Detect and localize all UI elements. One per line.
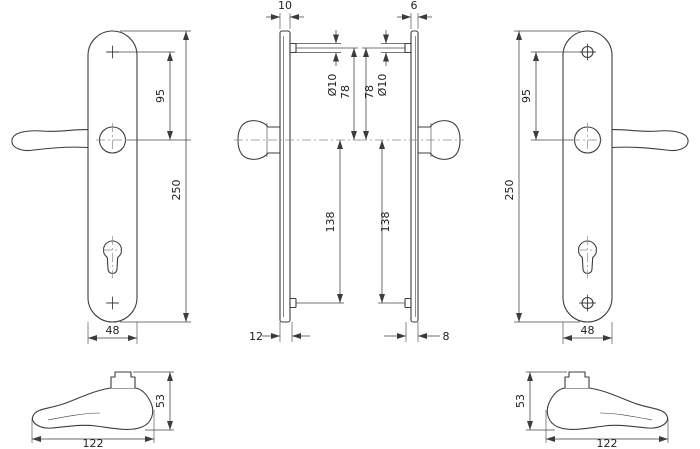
screw-cross-top [106, 45, 119, 59]
dim-label-handle-to-stud: 138 [379, 212, 392, 233]
dim-label-handle-length: 122 [83, 437, 104, 449]
extension-lines [87, 30, 191, 344]
extension-lines [526, 371, 669, 443]
handle-grip-top-view [546, 387, 669, 430]
dim-label-stud-diameter: Ø10 [376, 74, 389, 97]
lever-handle [11, 129, 105, 152]
plate-edge [410, 30, 419, 323]
dim-label-top-depth: 10 [278, 0, 292, 12]
stud-top [289, 42, 297, 54]
centerline-handle [96, 123, 129, 157]
plate-edge [279, 30, 291, 323]
centerline-keyhole [103, 236, 122, 278]
stud-bottom [404, 297, 412, 309]
dim-label-handle-to-stud: 138 [324, 212, 337, 233]
extension-lines [31, 371, 174, 443]
dim-label-bottom-depth: 12 [249, 330, 263, 343]
dim-label-handle-height: 53 [514, 394, 527, 408]
dim-label-handle-height: 53 [154, 394, 167, 408]
spindle-hub-top-view [564, 371, 590, 389]
dim-label-stud-diameter: Ø10 [326, 74, 339, 97]
dim-label-top-depth: 6 [411, 0, 418, 12]
backplate [87, 30, 138, 323]
centerline-keyhole [578, 236, 597, 278]
grip-accent-line [599, 412, 653, 421]
stud-bottom [289, 297, 297, 309]
dim-label-stud-to-handle: 78 [363, 85, 376, 99]
handle-grip-top-view [31, 387, 154, 430]
dim-label-plate-width: 48 [581, 324, 595, 337]
screw-cross-top [579, 43, 596, 61]
view-top-right: 53 122 [514, 371, 669, 449]
view-front-left: 95 250 48 [11, 30, 191, 344]
dim-label-height-to-handle: 95 [520, 89, 533, 103]
spindle-hub-top-view [110, 371, 136, 389]
view-side-left: 10 Ø10 78 138 12 [234, 0, 360, 343]
extension-lines [514, 30, 613, 344]
backplate [562, 30, 613, 323]
view-front-right: 250 95 48 [503, 30, 689, 344]
screw-cross-bottom [579, 294, 596, 312]
dim-label-plate-width: 48 [106, 324, 120, 337]
stud-top [404, 42, 412, 54]
grip-accent-line [47, 412, 101, 421]
screw-cross-bottom [106, 296, 119, 310]
dim-label-stud-to-handle: 78 [339, 85, 352, 99]
dim-label-plate-height: 250 [503, 180, 516, 201]
view-side-right: 6 Ø10 78 138 8 [358, 0, 464, 343]
dim-label-handle-length: 122 [597, 437, 618, 449]
extension-lines [362, 13, 419, 342]
extension-lines [279, 13, 358, 342]
dim-label-plate-height: 250 [170, 180, 183, 201]
lever-handle [595, 129, 689, 152]
view-top-left: 53 122 [31, 371, 174, 449]
centerline-handle [571, 123, 604, 157]
dim-label-bottom-depth: 8 [443, 330, 450, 343]
dim-label-height-to-handle: 95 [154, 89, 167, 103]
